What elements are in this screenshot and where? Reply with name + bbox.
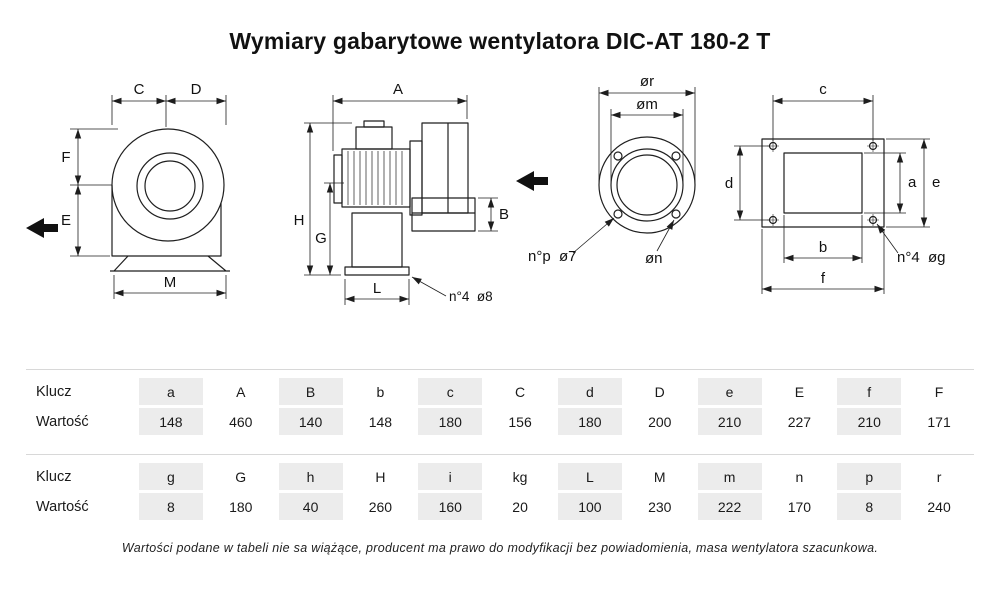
value-cell: 210	[837, 408, 902, 435]
key-cell: i	[418, 463, 483, 490]
dim-label-H: H	[294, 212, 305, 229]
dim-label-om: øm	[636, 96, 658, 113]
key-cell: M	[653, 468, 666, 485]
value-cell: 160	[418, 493, 483, 520]
key-cell: m	[697, 463, 762, 490]
value-cell: 148	[139, 408, 203, 435]
value-cell: 40	[278, 493, 343, 520]
key-cell: r	[936, 468, 942, 485]
dimensions-table: Klucz a A B b c C d D e E f F Wartość 14…	[26, 369, 974, 527]
technical-drawings: C D F E M A H G	[26, 73, 946, 305]
dim-label-G: G	[315, 230, 327, 247]
value-cell: 180	[418, 408, 483, 435]
value-cell: 200	[648, 413, 672, 430]
row-label-klucz: Klucz	[36, 383, 72, 400]
value-cell: 170	[787, 498, 812, 515]
value-cell: 148	[368, 413, 393, 430]
value-cell: 260	[368, 498, 393, 515]
dim-label-A: A	[393, 81, 403, 98]
flow-arrow-left-icon	[26, 218, 58, 238]
value-cell: 230	[648, 498, 672, 515]
dim-label-C: C	[134, 81, 145, 98]
row-label-klucz: Klucz	[36, 468, 72, 485]
key-cell: A	[236, 383, 246, 400]
drawing-inlet-flange: ør øm n°p ø7 øn	[528, 73, 696, 267]
value-cell: 8	[837, 493, 902, 520]
dim-label-M: M	[164, 274, 177, 291]
key-row: Klucz a A B b c C d D e E f F	[26, 377, 974, 406]
drawing-front-view: A H G B L n°4 ø8	[294, 81, 548, 305]
drawing-outlet-flange: c d a e b f n°4 øg	[725, 81, 946, 294]
key-cell: d	[558, 378, 622, 405]
key-cell: G	[235, 468, 247, 485]
value-cell: 227	[787, 413, 812, 430]
key-cell: c	[418, 378, 483, 405]
key-cell: B	[278, 378, 343, 405]
value-cell: 100	[558, 493, 622, 520]
key-cell: b	[376, 383, 385, 400]
value-row: Wartość 148 460 140 148 180 156 180 200 …	[26, 407, 974, 436]
dim-label-B: B	[499, 206, 509, 223]
value-cell: 8	[139, 493, 203, 520]
row-label-wartosc: Wartość	[36, 413, 89, 430]
dim-label-c: c	[819, 81, 827, 98]
key-cell: D	[654, 383, 665, 400]
table-group-2: Klucz g G h H i kg L M m n p r Wartość 8…	[26, 454, 974, 527]
value-cell: 222	[697, 493, 762, 520]
key-cell: H	[375, 468, 386, 485]
dim-label-d: d	[725, 175, 733, 192]
dim-label-L: L	[373, 280, 381, 297]
dim-label-a: a	[908, 174, 917, 191]
holes-label-outlet: n°4 øg	[897, 249, 946, 266]
value-cell: 180	[558, 408, 622, 435]
key-cell: E	[794, 383, 805, 400]
holes-label-inlet: n°p ø7	[528, 248, 577, 265]
key-cell: kg	[512, 468, 528, 485]
key-cell: n	[795, 468, 804, 485]
value-cell: 171	[927, 413, 951, 430]
value-cell: 20	[512, 498, 528, 515]
flow-arrow-inlet-icon	[516, 171, 548, 191]
value-cell: 140	[278, 408, 343, 435]
key-cell: C	[515, 383, 526, 400]
key-cell: h	[278, 463, 343, 490]
value-cell: 156	[508, 413, 532, 430]
key-cell: a	[139, 378, 203, 405]
key-cell: e	[697, 378, 762, 405]
dim-label-D: D	[191, 81, 202, 98]
dim-label-E: E	[61, 212, 71, 229]
key-row: Klucz g G h H i kg L M m n p r	[26, 462, 974, 491]
key-cell: p	[837, 463, 902, 490]
disclaimer-text: Wartości podane w tabeli nie sa wiążące,…	[121, 541, 879, 555]
dim-label-e: e	[932, 174, 940, 191]
dim-label-f: f	[821, 270, 826, 287]
value-cell: 460	[229, 413, 253, 430]
dim-label-F: F	[61, 149, 70, 166]
table-group-1: Klucz a A B b c C d D e E f F Wartość 14…	[26, 369, 974, 442]
holes-label-front: n°4 ø8	[449, 289, 493, 304]
value-cell: 180	[229, 498, 253, 515]
page-title: Wymiary gabarytowe wentylatora DIC-AT 18…	[229, 28, 771, 54]
key-cell: g	[139, 463, 203, 490]
key-cell: L	[558, 463, 622, 490]
value-cell: 210	[697, 408, 762, 435]
dim-label-b: b	[819, 239, 827, 256]
drawing-side-view: C D F E M	[26, 81, 230, 299]
dim-label-or: ør	[640, 73, 654, 90]
value-cell: 240	[927, 498, 951, 515]
value-row: Wartość 8 180 40 260 160 20 100 230 222 …	[26, 492, 974, 521]
dim-label-on: øn	[645, 250, 663, 267]
key-cell: F	[934, 383, 944, 400]
key-cell: f	[837, 378, 902, 405]
row-label-wartosc: Wartość	[36, 498, 89, 515]
